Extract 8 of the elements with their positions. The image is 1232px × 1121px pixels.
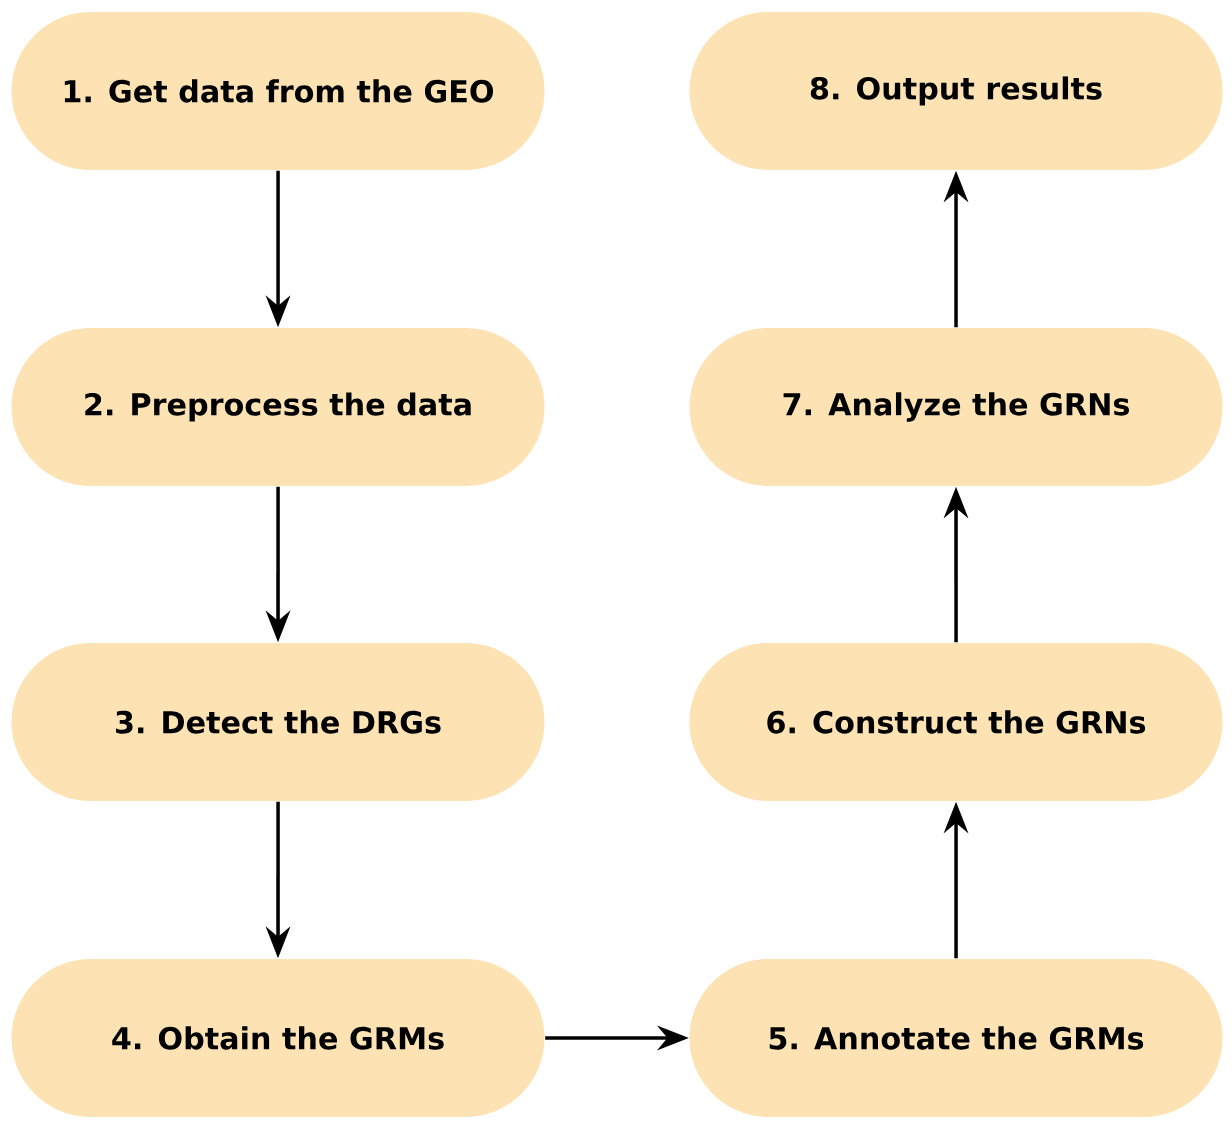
process-box: 4. Obtain the GRMs xyxy=(11,959,545,1117)
process-box: 1. Get data from the GEO xyxy=(11,12,545,170)
process-box: 7. Analyze the GRNs xyxy=(689,328,1223,486)
process-box: 6. Construct the GRNs xyxy=(689,643,1223,801)
process-box: 2. Preprocess the data xyxy=(11,328,545,486)
process-box: 8. Output results xyxy=(689,12,1223,170)
process-box: 5. Annotate the GRMs xyxy=(689,959,1223,1117)
process-box: 3. Detect the DRGs xyxy=(11,643,545,801)
